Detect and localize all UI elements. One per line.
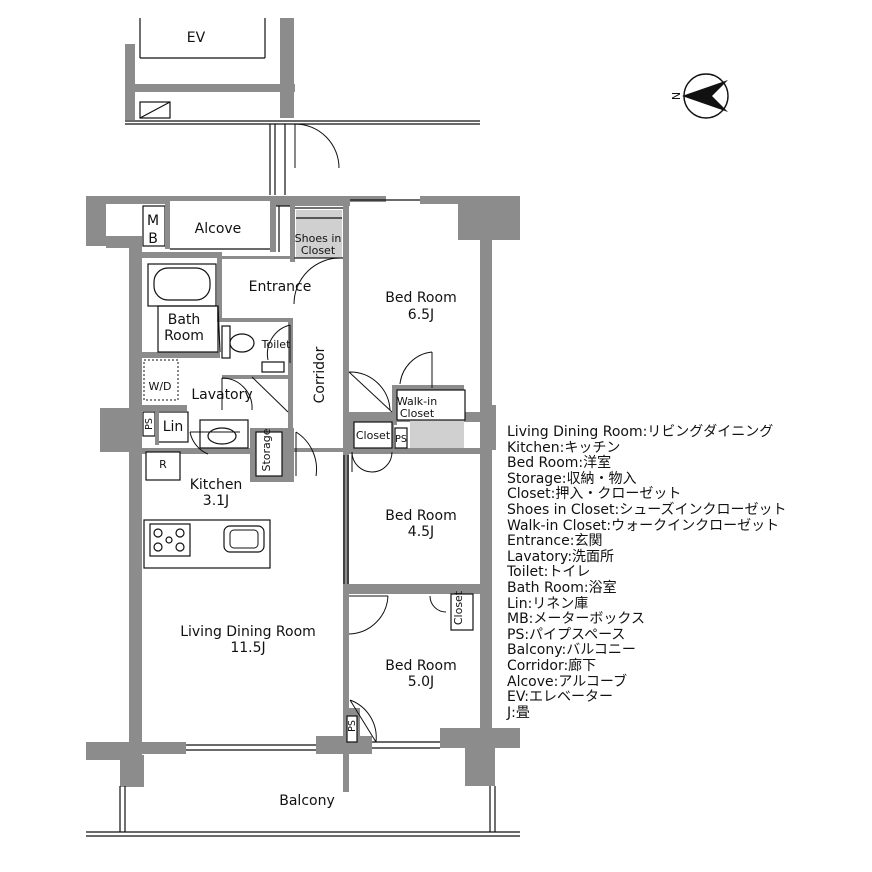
closet-box-2	[450, 593, 474, 631]
legend-item: Balcony:バルコニー	[507, 642, 636, 659]
legend-item: Shoes in Closet:シューズインクローゼット	[507, 501, 787, 518]
alcove-mb	[142, 200, 290, 252]
compass-icon: N	[670, 73, 729, 119]
legend-item: EV:エレベーター	[507, 689, 613, 706]
bed-room-3-size: 5.0J	[408, 674, 434, 690]
living-size: 11.5J	[230, 640, 265, 656]
legend-item: Lavatory:洗面所	[507, 548, 615, 565]
elevator-area	[125, 18, 480, 195]
wd-label: W/D	[148, 380, 171, 393]
kitchen-counter	[143, 519, 271, 569]
toilet-fixture	[221, 324, 291, 373]
legend-item: Storage:収納・物入	[507, 470, 637, 487]
storage-label: Storage	[260, 428, 273, 471]
closet-label-1: Closet	[356, 429, 391, 442]
ps-label-1: PS	[144, 418, 155, 430]
fridge-label: R	[159, 458, 167, 471]
legend: Living Dining Room:リビングダイニング Kitchen:キッチ…	[507, 424, 867, 721]
shoes-in-closet-label-1: Shoes in	[295, 232, 342, 245]
exterior-walls	[86, 196, 520, 787]
kitchen-size: 3.1J	[203, 493, 229, 509]
entrance-label: Entrance	[249, 279, 312, 295]
living-name: Living Dining Room	[180, 624, 316, 640]
legend-item: Corridor:廊下	[507, 657, 597, 674]
wd-lavatory	[143, 359, 289, 455]
alcove-label: Alcove	[195, 221, 242, 237]
ps-box-3	[346, 715, 358, 743]
walk-in-closet-box	[396, 389, 466, 421]
bath-room-label-2: Room	[164, 328, 204, 344]
corridor-label: Corridor	[312, 346, 328, 403]
bed-room-3-name: Bed Room	[385, 658, 456, 674]
legend-item: Entrance:玄関	[507, 533, 603, 550]
bed-room-2-size: 4.5J	[408, 524, 434, 540]
legend-item: Closet:押入・クローゼット	[507, 486, 682, 503]
lin-label: Lin	[163, 419, 184, 435]
legend-item: Walk-in Closet:ウォークインクローゼット	[507, 517, 780, 534]
kitchen-name: Kitchen	[190, 477, 243, 493]
ps-label-3: PS	[347, 720, 358, 732]
closet-label-2: Closet	[452, 590, 465, 625]
legend-item: Kitchen:キッチン	[507, 439, 621, 456]
doors	[293, 257, 447, 743]
legend-item: Living Dining Room:リビングダイニング	[507, 424, 774, 440]
legend-item: Lin:リネン庫	[507, 595, 589, 612]
legend-item: J:畳	[507, 704, 530, 721]
bed-room-2-name: Bed Room	[385, 508, 456, 524]
bed-room-1-name: Bed Room	[385, 290, 456, 306]
fridge-box	[145, 451, 181, 481]
balcony-label: Balcony	[279, 793, 335, 809]
balcony-rail	[86, 786, 520, 837]
ps-label-2: PS	[395, 434, 407, 445]
bath-room-label-1: Bath	[168, 312, 201, 328]
storage-box	[255, 431, 283, 477]
compass-north-label: N	[670, 92, 683, 100]
legend-item: Bath Room:浴室	[507, 579, 617, 596]
mb-label-b: B	[148, 231, 158, 247]
legend-item: Bed Room:洋室	[507, 455, 612, 472]
legend-item: Toilet:トイレ	[507, 564, 591, 581]
ev-label: EV	[187, 30, 206, 46]
ps-box-2	[394, 427, 408, 449]
legend-item: Alcove:アルコーブ	[507, 673, 628, 690]
legend-item: PS:パイプスペース	[507, 626, 626, 643]
shoes-in-closet-label-2: Closet	[301, 244, 336, 257]
lavatory-label: Lavatory	[191, 387, 252, 403]
closet-box-1	[353, 421, 393, 449]
walk-in-closet-label-1: Walk-in	[397, 395, 437, 408]
bed-room-1-size: 6.5J	[408, 307, 434, 323]
toilet-label: Toilet	[261, 338, 291, 351]
lin-wall	[155, 411, 159, 445]
walk-in-closet-label-2: Closet	[400, 407, 435, 420]
mb-label-m: M	[147, 213, 159, 229]
bath-tub	[147, 263, 221, 353]
legend-item: MB:メーターボックス	[507, 611, 645, 628]
